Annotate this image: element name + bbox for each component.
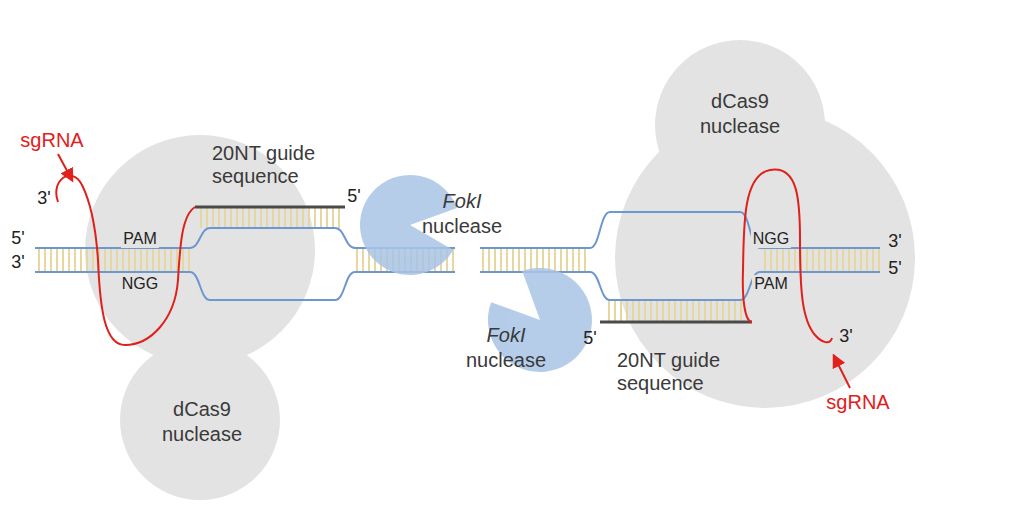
- node-label: FokI nuclease: [460, 323, 552, 373]
- sequence-label: 20NT guide sequence: [212, 142, 330, 188]
- motif-label: PAM: [121, 230, 158, 248]
- strand-end: 3': [888, 231, 901, 252]
- motif-label: NGG: [751, 230, 791, 248]
- molecule-label: sgRNA: [826, 391, 889, 414]
- base-pairs: [35, 207, 880, 322]
- motif-label: PAM: [752, 275, 789, 293]
- guide-strand: [195, 207, 752, 322]
- strand-end: 5': [11, 228, 24, 249]
- strand-end: 5': [347, 186, 360, 207]
- sequence-label: 20NT guide sequence: [617, 349, 735, 395]
- molecule-label: sgRNA: [20, 129, 83, 152]
- dcas9-body: [85, 40, 915, 500]
- node-label: dCas9 nuclease: [156, 397, 248, 447]
- node-label: FokI nuclease: [416, 189, 508, 239]
- foki-domain: [360, 175, 592, 372]
- strand-end: 5': [888, 258, 901, 279]
- strand-end: 3': [11, 252, 24, 273]
- strand-end: 3': [37, 188, 50, 209]
- foki-nuclease: FokI nuclease: [456, 321, 556, 375]
- dna-strand: [35, 212, 880, 300]
- sgrna-strand: [56, 154, 850, 388]
- foki-nuclease: FokI nuclease: [412, 187, 512, 241]
- dcas9-nuclease: dCas9 nuclease: [690, 87, 790, 141]
- motif-label: NGG: [120, 275, 160, 293]
- strand-end: 3': [839, 326, 852, 347]
- strand-end: 5': [583, 328, 596, 349]
- dcas9-nuclease: dCas9 nuclease: [152, 395, 252, 449]
- node-label: dCas9 nuclease: [694, 89, 786, 139]
